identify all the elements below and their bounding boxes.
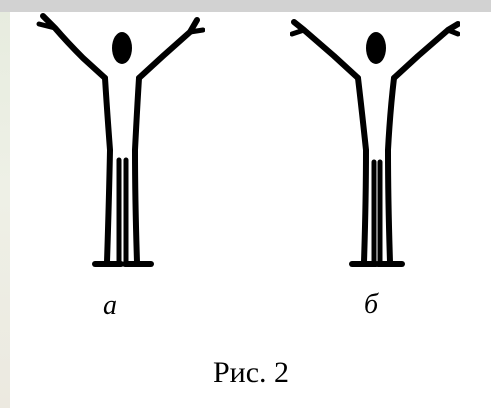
figure-caption: Рис. 2 [213, 358, 289, 388]
figure-a-torso-left [105, 78, 110, 262]
figure-a [35, 0, 205, 280]
figure-a-right-arm [139, 20, 197, 78]
figure-b-label: б [364, 291, 378, 319]
figure-b-left-hand [292, 30, 304, 34]
left-border-strip [0, 12, 10, 408]
figure-b-drawing [290, 0, 460, 280]
figure-b-torso-left [358, 78, 366, 262]
figure-b-head [366, 32, 386, 64]
figure-a-right-hand [190, 30, 203, 32]
figure-b-right-hand [448, 30, 458, 34]
figure-b [290, 0, 460, 280]
figure-a-head [112, 32, 132, 64]
figure-b-torso-right [388, 78, 394, 262]
figure-a-torso-right [135, 78, 139, 262]
figure-a-drawing [35, 0, 205, 280]
figure-a-label: а [103, 292, 117, 320]
